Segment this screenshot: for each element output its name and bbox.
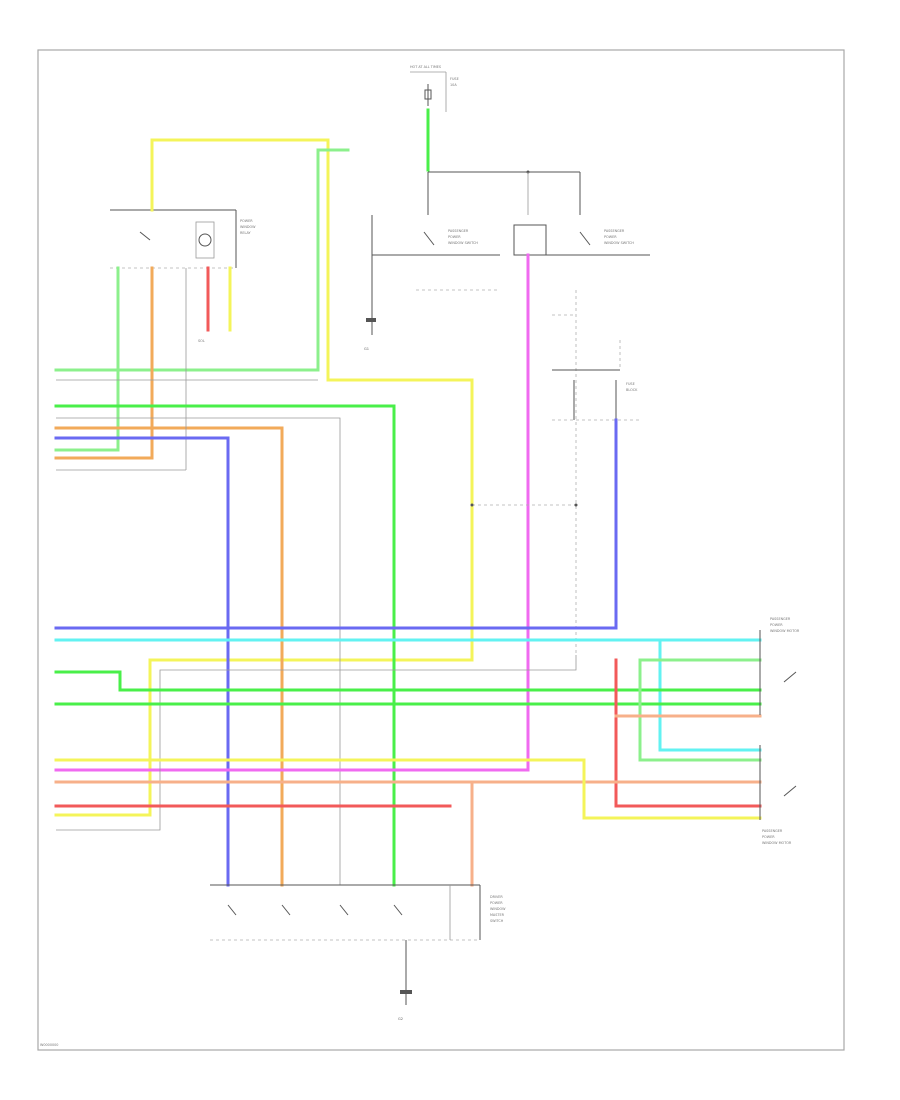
wire-violet-long	[54, 418, 618, 630]
ground-g1-label: G1	[364, 347, 369, 351]
svg-text:10A: 10A	[450, 83, 457, 87]
svg-text:WINDOW: WINDOW	[490, 907, 506, 911]
fuse-label: HOT AT ALL TIMES	[410, 65, 441, 69]
wire-yellow-lower	[54, 758, 762, 820]
top-fuse-block: HOT AT ALL TIMES FUSE 10A	[410, 65, 459, 112]
svg-text:WINDOW SWITCH: WINDOW SWITCH	[448, 241, 478, 245]
bottom-switch-bank: DRIVER POWER WINDOW MASTER SWITCH	[210, 884, 506, 941]
svg-text:RELAY: RELAY	[240, 231, 252, 235]
svg-text:DRIVER: DRIVER	[490, 895, 503, 899]
svg-text:BLOCK: BLOCK	[626, 388, 638, 392]
wire-green-upper	[54, 266, 120, 452]
svg-text:FUSE: FUSE	[626, 382, 635, 386]
svg-text:WINDOW MOTOR: WINDOW MOTOR	[770, 629, 800, 633]
center-switch-right: PASSENGER POWER WINDOW SWITCH	[513, 224, 650, 256]
center-switch-left: PASSENGER POWER WINDOW SWITCH	[371, 215, 500, 291]
footer-code: W0000000	[40, 1043, 58, 1047]
wire-violet-harness	[54, 436, 230, 887]
svg-text:WINDOW MOTOR: WINDOW MOTOR	[762, 841, 792, 845]
svg-text:POWER: POWER	[448, 235, 461, 239]
svg-text:SWITCH: SWITCH	[490, 919, 504, 923]
svg-text:POWER: POWER	[240, 219, 253, 223]
svg-text:SOL: SOL	[198, 339, 205, 343]
svg-text:WINDOW SWITCH: WINDOW SWITCH	[604, 241, 634, 245]
wire-yellow-top	[54, 138, 474, 817]
wire-salmon	[54, 780, 474, 887]
svg-text:PASSENGER: PASSENGER	[770, 617, 791, 621]
ground-g2-label: G2	[398, 1017, 403, 1021]
svg-text:PASSENGER: PASSENGER	[448, 229, 469, 233]
ground-g2: G2	[398, 940, 412, 1021]
svg-text:PASSENGER: PASSENGER	[604, 229, 625, 233]
right-connector-top: PASSENGER POWER WINDOW MOTOR	[759, 617, 800, 715]
svg-text:MASTER: MASTER	[490, 913, 505, 917]
svg-text:POWER: POWER	[490, 901, 503, 905]
right-connector-bottom: PASSENGER POWER WINDOW MOTOR	[759, 745, 797, 845]
svg-text:FUSE: FUSE	[450, 77, 459, 81]
svg-text:PASSENGER: PASSENGER	[762, 829, 783, 833]
diagram-frame	[37, 49, 845, 1051]
svg-text:POWER: POWER	[770, 623, 783, 627]
wire-pink	[54, 253, 530, 772]
ground-g1: G1	[364, 290, 376, 351]
right-fuse-block: FUSE BLOCK	[552, 290, 640, 655]
svg-text:POWER: POWER	[762, 835, 775, 839]
wire-orange	[54, 266, 154, 460]
svg-text:WINDOW: WINDOW	[240, 225, 256, 229]
wire-green-harness	[54, 404, 396, 887]
left-relay: POWER WINDOW RELAY	[110, 209, 256, 269]
svg-text:POWER: POWER	[604, 235, 617, 239]
